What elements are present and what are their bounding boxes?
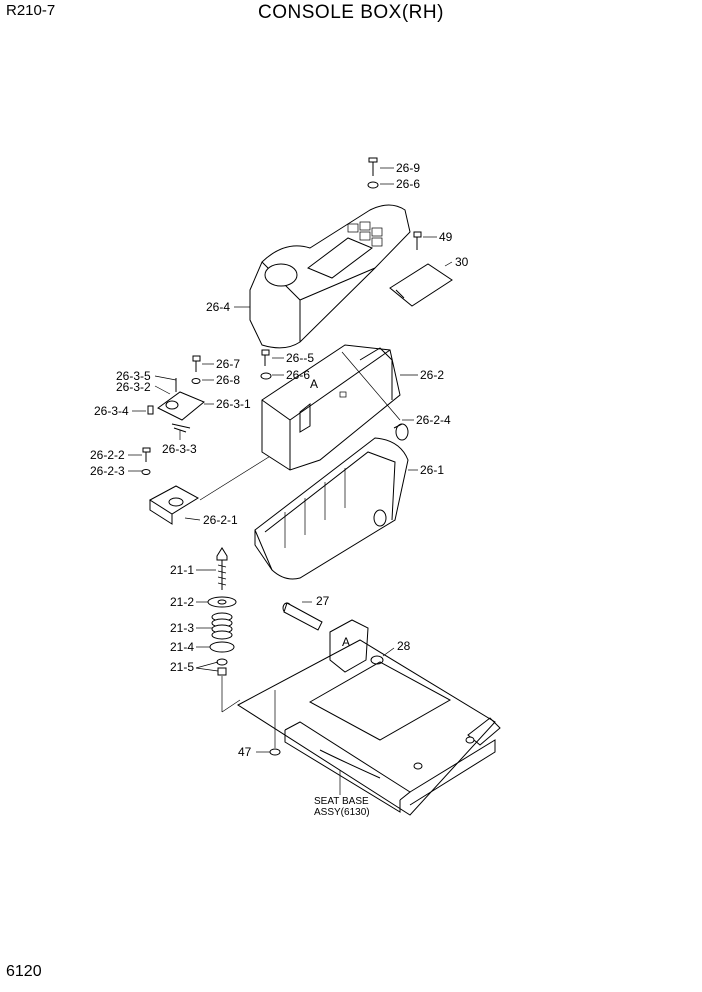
callout-26-4: 26-4	[206, 300, 230, 314]
plate-part-30	[389, 261, 453, 307]
callout-26-2-1: 26-2-1	[203, 513, 238, 527]
callout-26-6-lower: 26-6	[286, 368, 310, 382]
screw-part-26-9	[368, 157, 378, 176]
seat-base-note-line2: ASSY(6130)	[314, 807, 370, 818]
pin-part-26-2-4	[393, 423, 409, 441]
callout-30: 30	[455, 255, 469, 269]
frame-part-26-2	[261, 344, 401, 471]
callout-28: 28	[397, 639, 411, 653]
bracket-part-26-2-1	[141, 447, 273, 525]
callout-26-3-4: 26-3-4	[94, 404, 129, 418]
page-number: 6120	[6, 963, 42, 980]
box-part-26-1	[254, 437, 409, 580]
callout-26-2: 26-2	[420, 368, 444, 382]
callout-26-8: 26-8	[216, 373, 240, 387]
seat-base-assembly	[237, 639, 501, 816]
callout-21-1: 21-1	[170, 563, 194, 577]
callout-26-3-1: 26-3-1	[216, 397, 251, 411]
callout-27: 27	[316, 594, 330, 608]
leader-lines	[128, 357, 418, 795]
page-title: CONSOLE BOX(RH)	[258, 2, 444, 23]
callout-26-3-3: 26-3-3	[162, 442, 197, 456]
reference-mark-a-upper: A	[310, 377, 318, 391]
model-number: R210-7	[6, 2, 56, 19]
bolt-part-49	[413, 231, 422, 250]
callout-26-2-3: 26-2-3	[90, 464, 125, 478]
callout-26-2-4: 26-2-4	[416, 413, 451, 427]
bracket-part-26-3	[147, 355, 205, 433]
seat-base-note-line1: SEAT BASE	[314, 796, 369, 807]
cover-part-26-4	[249, 204, 411, 349]
callout-26-7: 26-7	[216, 357, 240, 371]
spring-stack-part-21	[195, 547, 241, 713]
callout-26-9: 26-9	[396, 161, 420, 175]
reference-mark-a-lower: A	[342, 635, 350, 649]
callout-21-4: 21-4	[170, 640, 194, 654]
callout-26-3-5: 26-3-5	[116, 369, 151, 383]
callout-21-3: 21-3	[170, 621, 194, 635]
bolt-part-27	[282, 602, 369, 673]
callout-26-6: 26-6	[396, 177, 420, 191]
callout-26-1: 26-1	[420, 463, 444, 477]
screw-part-26--5	[261, 349, 270, 366]
callout-26--5: 26--5	[286, 351, 314, 365]
callout-47: 47	[238, 745, 252, 759]
washer-part-26-6-lower	[260, 372, 272, 380]
washer-part-26-6	[367, 181, 379, 189]
callout-49: 49	[439, 230, 453, 244]
callout-21-2: 21-2	[170, 595, 194, 609]
callout-26-3-2: 26-3-2	[116, 380, 151, 394]
callout-21-5: 21-5	[170, 660, 194, 674]
callout-26-2-2: 26-2-2	[90, 448, 125, 462]
